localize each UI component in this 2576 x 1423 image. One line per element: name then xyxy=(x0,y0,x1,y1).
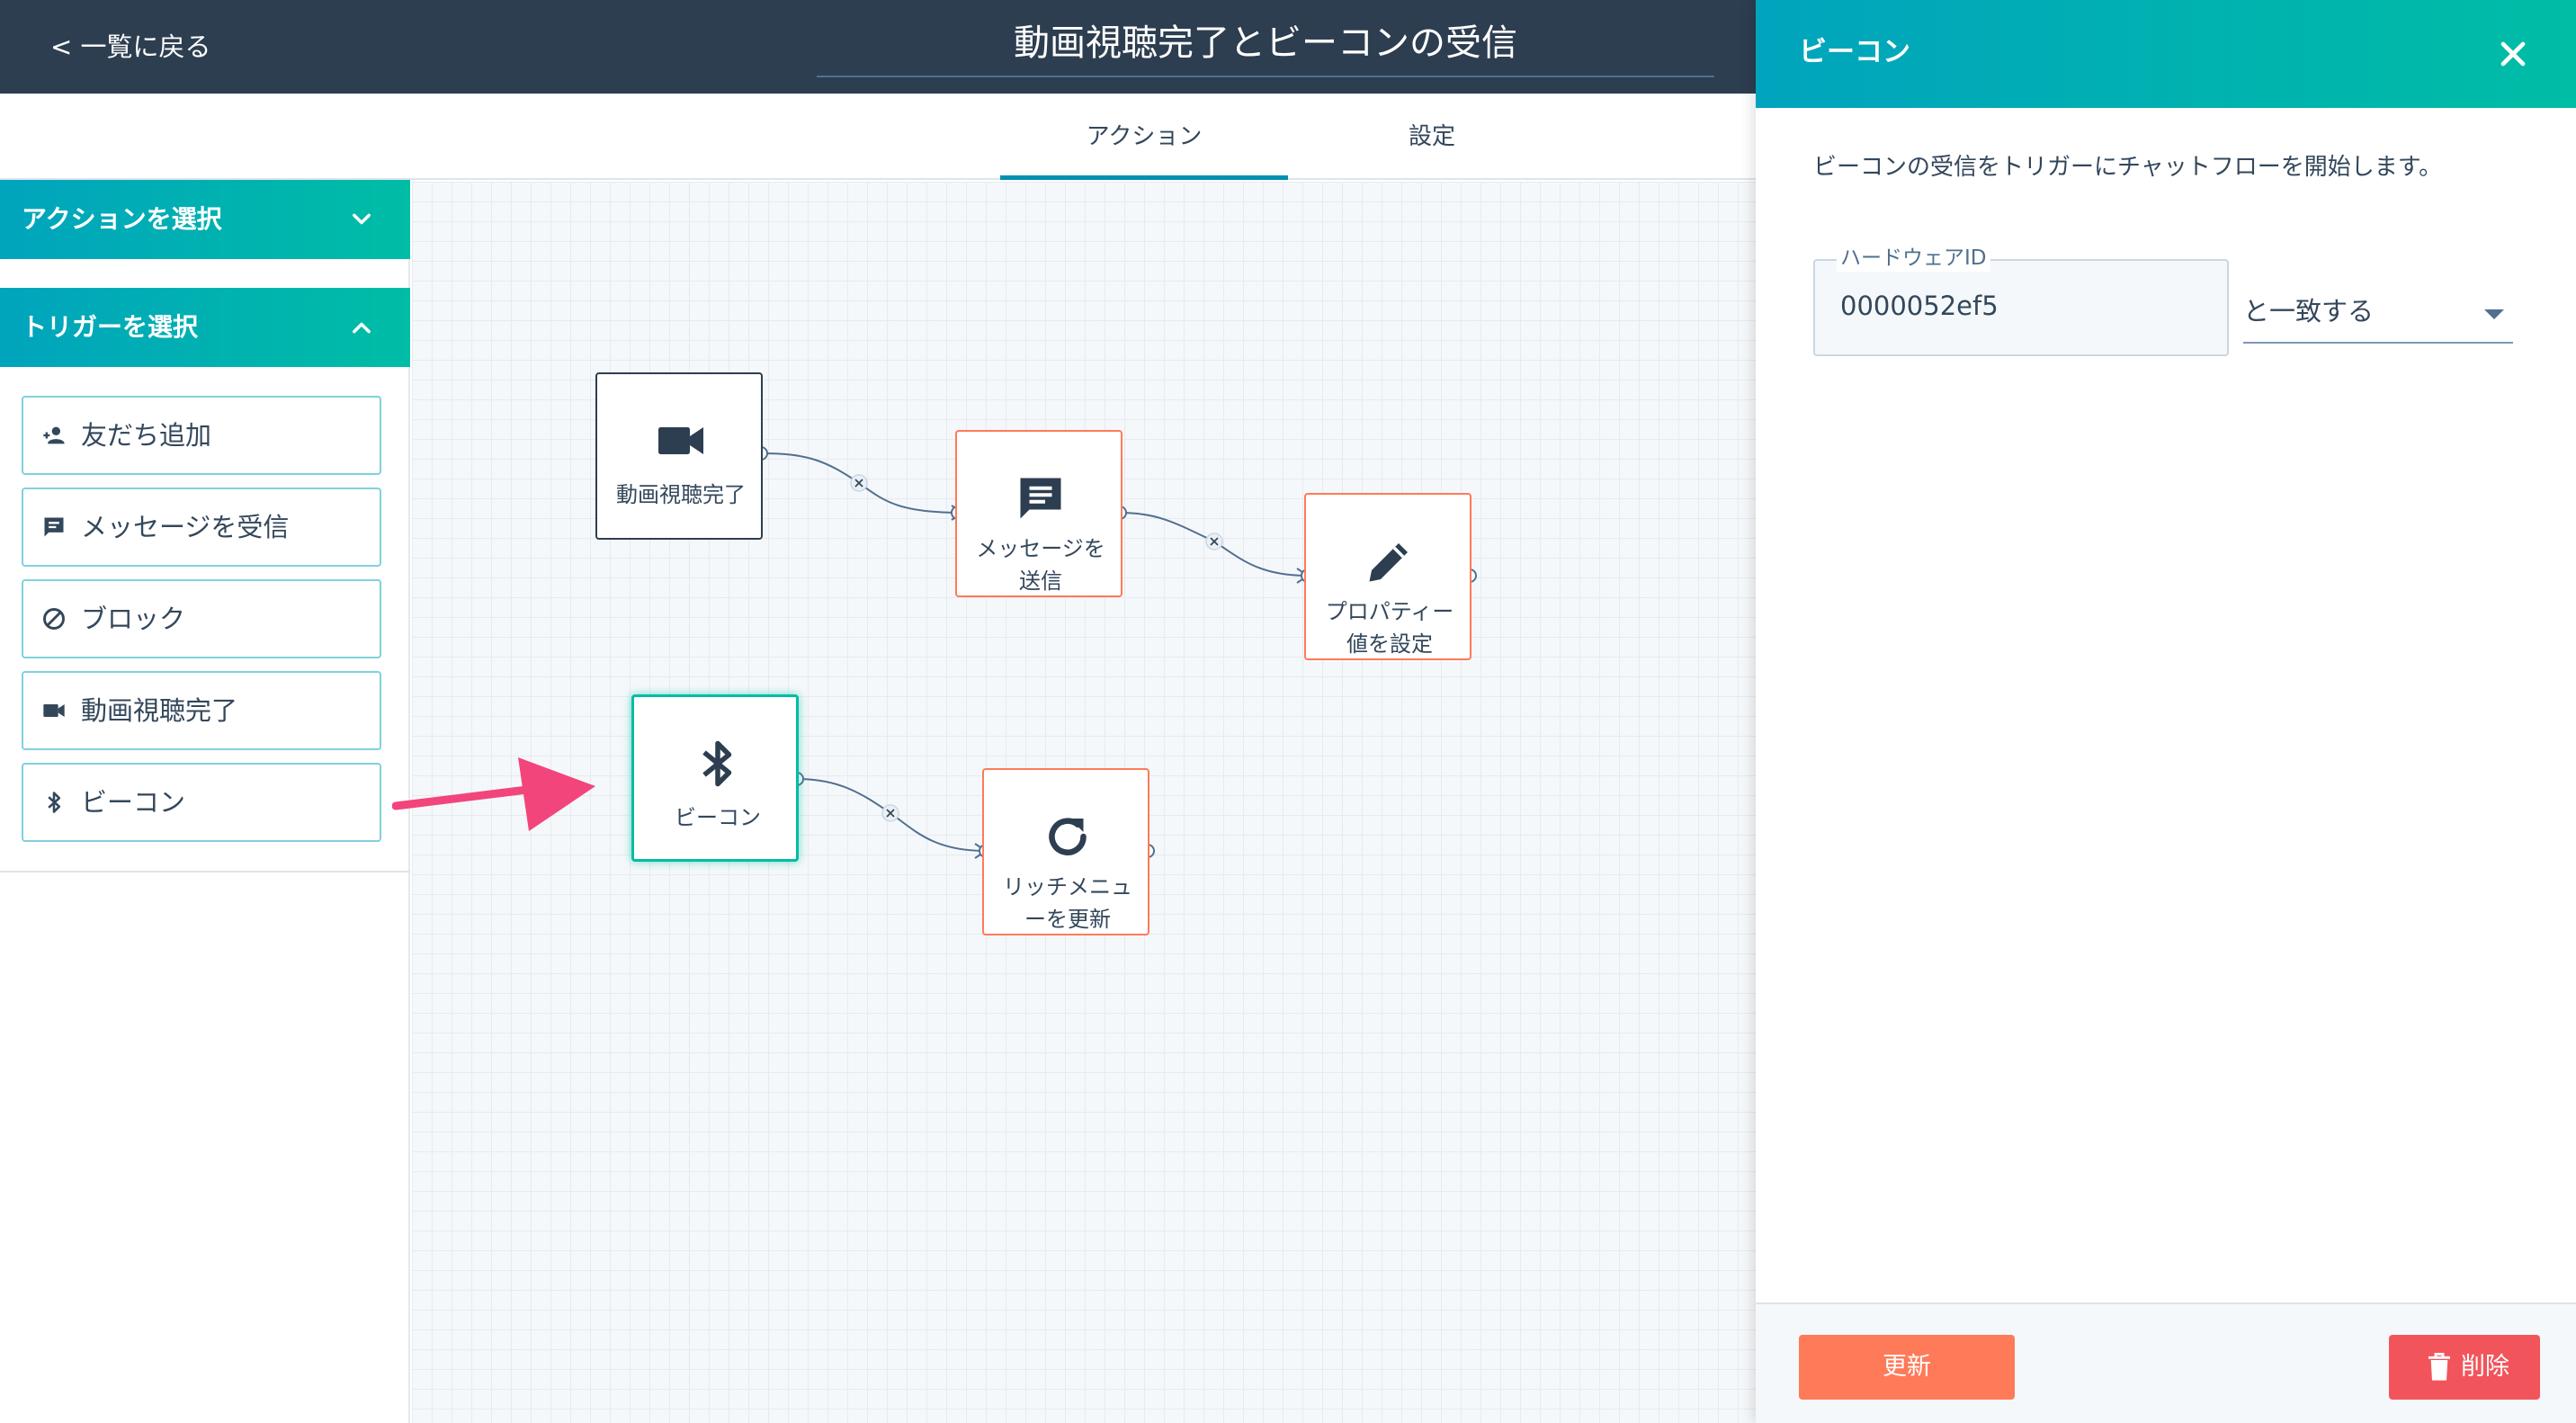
block-icon xyxy=(43,608,65,630)
trash-icon xyxy=(2428,1353,2450,1381)
node-label-line2: 送信 xyxy=(1019,568,1062,594)
trigger-receive-message-label: メッセージを受信 xyxy=(81,512,290,542)
flow-title[interactable]: 動画視聴完了とビーコンの受信 xyxy=(817,13,1714,77)
node-send-message[interactable]: メッセージを 送信 xyxy=(955,430,1123,597)
node-video-complete[interactable]: 動画視聴完了 xyxy=(595,372,763,540)
panel-description: ビーコンの受信をトリガーにチャットフローを開始します。 xyxy=(1813,154,2443,181)
node-beacon[interactable]: ビーコン xyxy=(631,694,799,862)
sidebar: アクションを選択 トリガーを選択 友だち追加 メッセージを受信 ブロック 動画視… xyxy=(0,180,410,1423)
panel-footer: 更新 削除 xyxy=(1756,1302,2576,1423)
panel-title: ビーコン xyxy=(1799,36,1910,68)
annotation-arrow xyxy=(392,757,595,831)
match-condition-value: と一致する xyxy=(2243,296,2375,327)
message-icon xyxy=(44,517,64,537)
pencil-icon xyxy=(1369,543,1408,582)
node-label-line2: 値を設定 xyxy=(1346,631,1433,657)
hardware-id-label: ハードウェアID xyxy=(1837,245,1990,272)
panel-header: ビーコン xyxy=(1756,0,2576,108)
node-update-rich-menu[interactable]: リッチメニュ ーを更新 xyxy=(982,768,1149,935)
node-set-property[interactable]: プロパティー 値を設定 xyxy=(1304,493,1471,660)
top-header: < 一覧に戻る 動画視聴完了とビーコンの受信 xyxy=(0,0,1756,94)
chat-message-icon xyxy=(1020,478,1061,519)
back-to-list-link[interactable]: < 一覧に戻る xyxy=(50,31,211,62)
node-label-line1: メッセージを xyxy=(976,536,1105,561)
video-camera-icon xyxy=(43,704,65,717)
trigger-add-friend[interactable]: 友だち追加 xyxy=(22,396,381,475)
chevron-up-icon xyxy=(353,322,371,334)
node-label: プロパティー 値を設定 xyxy=(1306,595,1473,660)
person-add-icon xyxy=(43,426,65,444)
node-label: メッセージを 送信 xyxy=(957,533,1124,597)
select-trigger-label: トリガーを選択 xyxy=(22,312,199,342)
trigger-video-complete[interactable]: 動画視聴完了 xyxy=(22,671,381,750)
bluetooth-icon xyxy=(702,740,732,787)
trigger-receive-message[interactable]: メッセージを受信 xyxy=(22,488,381,567)
trigger-beacon[interactable]: ビーコン xyxy=(22,763,381,842)
hardware-id-value[interactable]: 0000052ef5 xyxy=(1840,291,1999,321)
node-label: 動画視聴完了 xyxy=(616,482,746,507)
node-label: ビーコン xyxy=(675,805,761,830)
caret-down-icon xyxy=(2484,309,2504,319)
chevron-down-icon xyxy=(353,213,371,225)
node-label-line1: プロパティー xyxy=(1325,599,1454,624)
close-icon xyxy=(886,809,895,818)
sidebar-divider xyxy=(0,871,410,873)
node-label: リッチメニュ ーを更新 xyxy=(984,871,1151,935)
trigger-beacon-label: ビーコン xyxy=(81,787,186,818)
node-label-line1: リッチメニュ xyxy=(1003,874,1132,899)
update-button[interactable]: 更新 xyxy=(1799,1335,2015,1400)
tab-settings[interactable]: 設定 xyxy=(1408,123,1455,150)
delete-button[interactable]: 削除 xyxy=(2389,1335,2540,1400)
trigger-block[interactable]: ブロック xyxy=(22,579,381,658)
select-action-section-header[interactable]: アクションを選択 xyxy=(0,180,410,259)
flow-canvas[interactable]: 動画視聴完了 メッセージを 送信 プロパティー 値を設定 ビーコン リッチメニュ… xyxy=(412,182,1756,1423)
refresh-icon xyxy=(1049,818,1087,855)
close-icon[interactable] xyxy=(2493,34,2533,74)
select-trigger-section-header[interactable]: トリガーを選択 xyxy=(0,288,410,367)
node-label-line2: ーを更新 xyxy=(1024,907,1111,932)
match-condition-select[interactable]: と一致する xyxy=(2243,286,2513,344)
trigger-settings-panel: ビーコン ビーコンの受信をトリガーにチャットフローを開始します。 ハードウェアI… xyxy=(1756,0,2576,1423)
select-action-label: アクションを選択 xyxy=(22,204,222,234)
close-icon xyxy=(1210,537,1219,546)
delete-button-label: 削除 xyxy=(2461,1353,2509,1381)
trigger-add-friend-label: 友だち追加 xyxy=(81,420,212,451)
hardware-id-field[interactable]: ハードウェアID 0000052ef5 xyxy=(1813,245,2229,356)
bluetooth-icon xyxy=(48,792,61,813)
trigger-video-complete-label: 動画視聴完了 xyxy=(81,695,238,726)
tab-bar: アクション 設定 xyxy=(0,94,1756,180)
video-camera-icon xyxy=(658,427,703,454)
tab-actions[interactable]: アクション xyxy=(1000,94,1288,180)
trigger-block-label: ブロック xyxy=(81,604,186,634)
close-icon xyxy=(854,479,863,488)
